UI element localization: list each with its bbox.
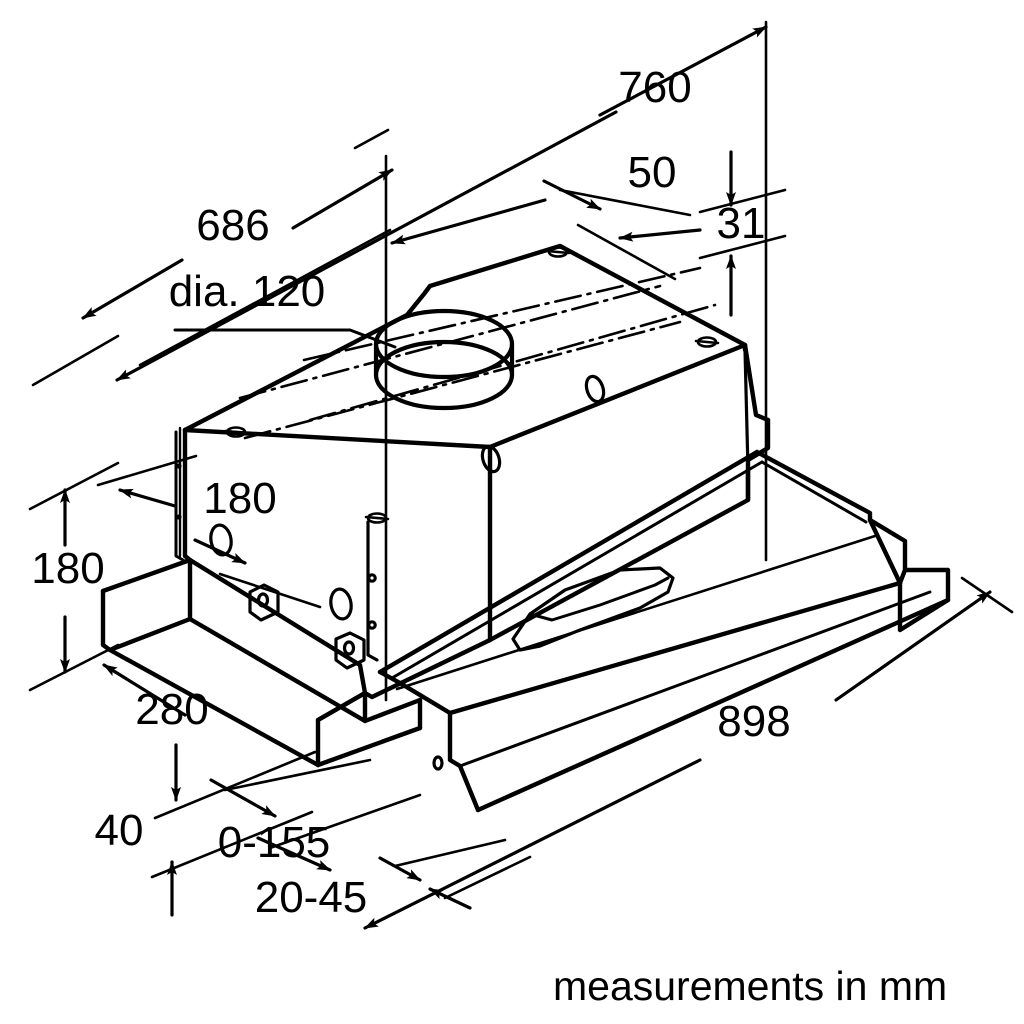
dim-label-280: 280: [135, 685, 208, 734]
dim-label-31: 31: [717, 199, 766, 248]
dim-label-0-155: 0-155: [218, 818, 331, 867]
dim-label-50: 50: [628, 148, 677, 197]
dim-label-20-45: 20-45: [255, 873, 368, 922]
hood-body: [174, 243, 771, 700]
dim-label-760: 760: [618, 63, 691, 112]
dimension-labels: 760 686 dia. 120 50 31 180 180 280 40 0-…: [31, 63, 790, 922]
dim-label-dia-120: dia. 120: [169, 267, 326, 316]
pullout-drawer: [377, 449, 951, 813]
reference-lines: [384, 20, 768, 702]
dim-label-180-depth: 180: [203, 474, 276, 523]
base-plinth: [100, 557, 423, 768]
dim-label-40: 40: [95, 806, 144, 855]
screw-marks: [223, 246, 720, 524]
mounting-tabs: [248, 583, 366, 670]
drawing-geometry: [28, 20, 1014, 930]
dim-label-180-height: 180: [31, 544, 104, 593]
units-note: measurements in mm: [553, 963, 947, 1009]
dim-label-686: 686: [196, 201, 269, 250]
duct-collar: [373, 308, 515, 411]
dim-label-898: 898: [717, 697, 790, 746]
dimension-lines: [28, 25, 1014, 930]
